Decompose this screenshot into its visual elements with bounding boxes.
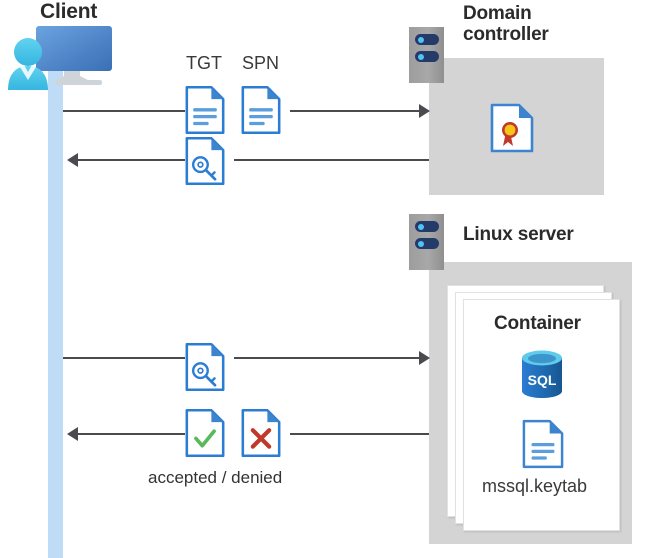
tgt-label: TGT [186, 53, 222, 73]
flow-4-line-left [78, 433, 185, 435]
document-key-icon-ticket [185, 136, 225, 186]
domain-controller-title-line2: controller [463, 24, 549, 46]
flow-2-arrowhead [67, 153, 78, 167]
client-icon [6, 18, 118, 90]
document-cross-icon-denied [241, 408, 281, 458]
flow-2-line-left [78, 159, 185, 161]
accepted-denied-label: accepted / denied [148, 468, 283, 487]
document-certificate-icon [490, 103, 534, 153]
flow-3-arrowhead [419, 351, 430, 365]
server-rack-icon-linux-server [409, 214, 444, 270]
container-card-front [463, 299, 620, 531]
document-check-icon-accepted [185, 408, 225, 458]
page-title-linux-server: Linux server [463, 224, 574, 245]
flow-1-line-left [63, 110, 185, 112]
keytab-file-label: mssql.keytab [482, 476, 588, 496]
server-rack-icon-domain-controller [409, 27, 444, 83]
flow-2-line-right [234, 159, 429, 161]
flow-1-line-right [290, 110, 426, 112]
flow-4-line-right [290, 433, 429, 435]
document-lines-icon-keytab [522, 419, 564, 469]
page-title-domain-controller: Domain controller [463, 3, 623, 46]
client-lifeline [48, 60, 63, 558]
flow-4-arrowhead [67, 427, 78, 441]
domain-controller-title-line1: Domain [463, 3, 532, 24]
page-title-container: Container [494, 313, 581, 334]
document-lines-icon-tgt [185, 85, 225, 135]
flow-1-arrowhead [419, 104, 430, 118]
spn-label: SPN [242, 53, 280, 73]
document-key-icon-request [185, 342, 225, 392]
flow-3-line-right [234, 357, 426, 359]
flow-3-line-left [63, 357, 185, 359]
page-title-client: Client [40, 0, 98, 23]
svg-text:SQL: SQL [528, 372, 557, 388]
sql-database-icon: SQL [519, 349, 565, 401]
document-lines-icon-spn [241, 85, 281, 135]
